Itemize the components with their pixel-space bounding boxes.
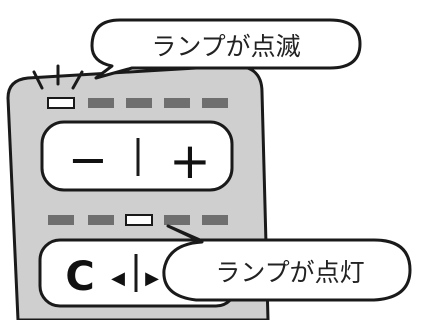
lamp: [48, 215, 74, 225]
right-arrow-icon: ▶: [145, 268, 159, 289]
lit-callout-text: ランプが点灯: [215, 258, 364, 287]
bottom-lamp-row: [48, 214, 228, 226]
c-label: C: [65, 254, 94, 300]
plus-label: +: [169, 132, 211, 190]
top-lamp-row: [47, 97, 228, 109]
blinking-callout: [90, 18, 362, 80]
lamp: [88, 98, 114, 108]
minus-label: −: [68, 132, 108, 188]
lamp: [125, 214, 153, 226]
blink-rays-icon: [32, 64, 84, 90]
blinking-callout-text: ランプが点滅: [151, 32, 300, 61]
lamp: [88, 215, 114, 225]
lamp: [164, 215, 190, 225]
left-arrow-icon: ◀: [111, 268, 125, 289]
lamp: [47, 97, 75, 109]
lamp: [164, 98, 190, 108]
lamp: [202, 215, 228, 225]
lamp: [202, 98, 228, 108]
lit-callout: [162, 224, 412, 302]
lamp: [126, 98, 152, 108]
